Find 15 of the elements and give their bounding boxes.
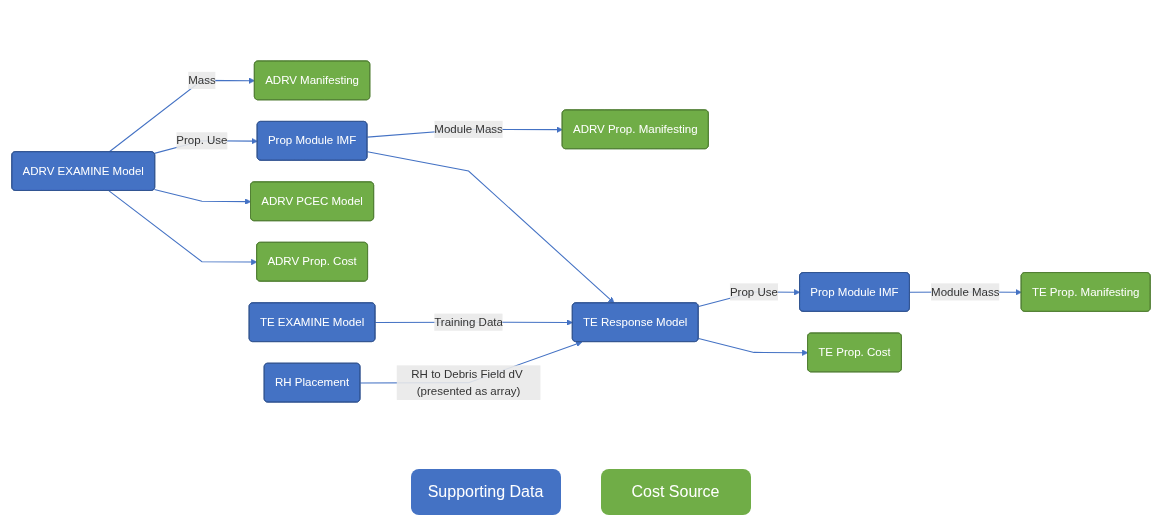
arrow (366, 151, 614, 304)
flowchart: Mass Prop. Use Module Mass Training Data Prop Use Module Mass RH to Debris Field dV (presented as array) ADRV EXAMINE Model ADRV Manifesting Prop Module IMF ADRV Prop. Manifesting ADRV PCEC Model ADRV Prop. Cost TE EXAMINE Model TE Response Model Prop Module IMF TE Prop. Manifesting TE Prop. Cost RH Placement (5, 0, 1156, 463)
arrow (108, 190, 257, 266)
edge-label: Module Mass (433, 122, 503, 136)
legend-swatch: Cost Source (600, 469, 751, 515)
legend-swatch: Supporting Data (410, 469, 561, 515)
edge-label: RH to Debris Field dV (presented as array) (410, 367, 523, 398)
edge-label: Mass (187, 73, 216, 87)
arrow (697, 338, 808, 356)
edge-label: Prop. Use (175, 134, 228, 147)
arrow (153, 188, 251, 205)
edge-label: Module Mass (930, 285, 1000, 298)
arrow (108, 77, 255, 153)
edge-label: Prop Use (729, 285, 778, 298)
edge-label: Training Data (433, 315, 503, 328)
